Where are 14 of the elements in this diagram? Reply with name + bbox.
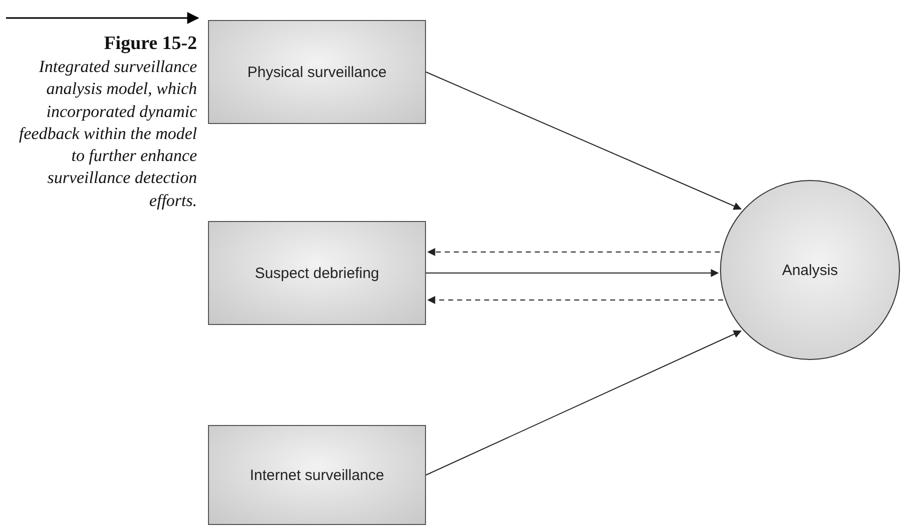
node-label: Analysis [782,262,838,278]
figure-caption: Integrated surveillance analysis model, which incorporated dynamic feedback within the model to further enhance surveillance detection efforts. [18,56,197,212]
arrow [426,269,719,277]
process-box [208,20,426,124]
arrow [426,330,742,476]
process-box [208,425,426,525]
figure-title: Figure 15-2 [104,33,197,55]
arrow [427,248,720,256]
node-label: Suspect debriefing [254,264,380,282]
process-box [208,221,426,325]
node-label: Internet surveillance [250,466,384,484]
arrow [426,72,742,210]
node-label: Physical surveillance [247,64,387,80]
arrow [427,296,724,304]
